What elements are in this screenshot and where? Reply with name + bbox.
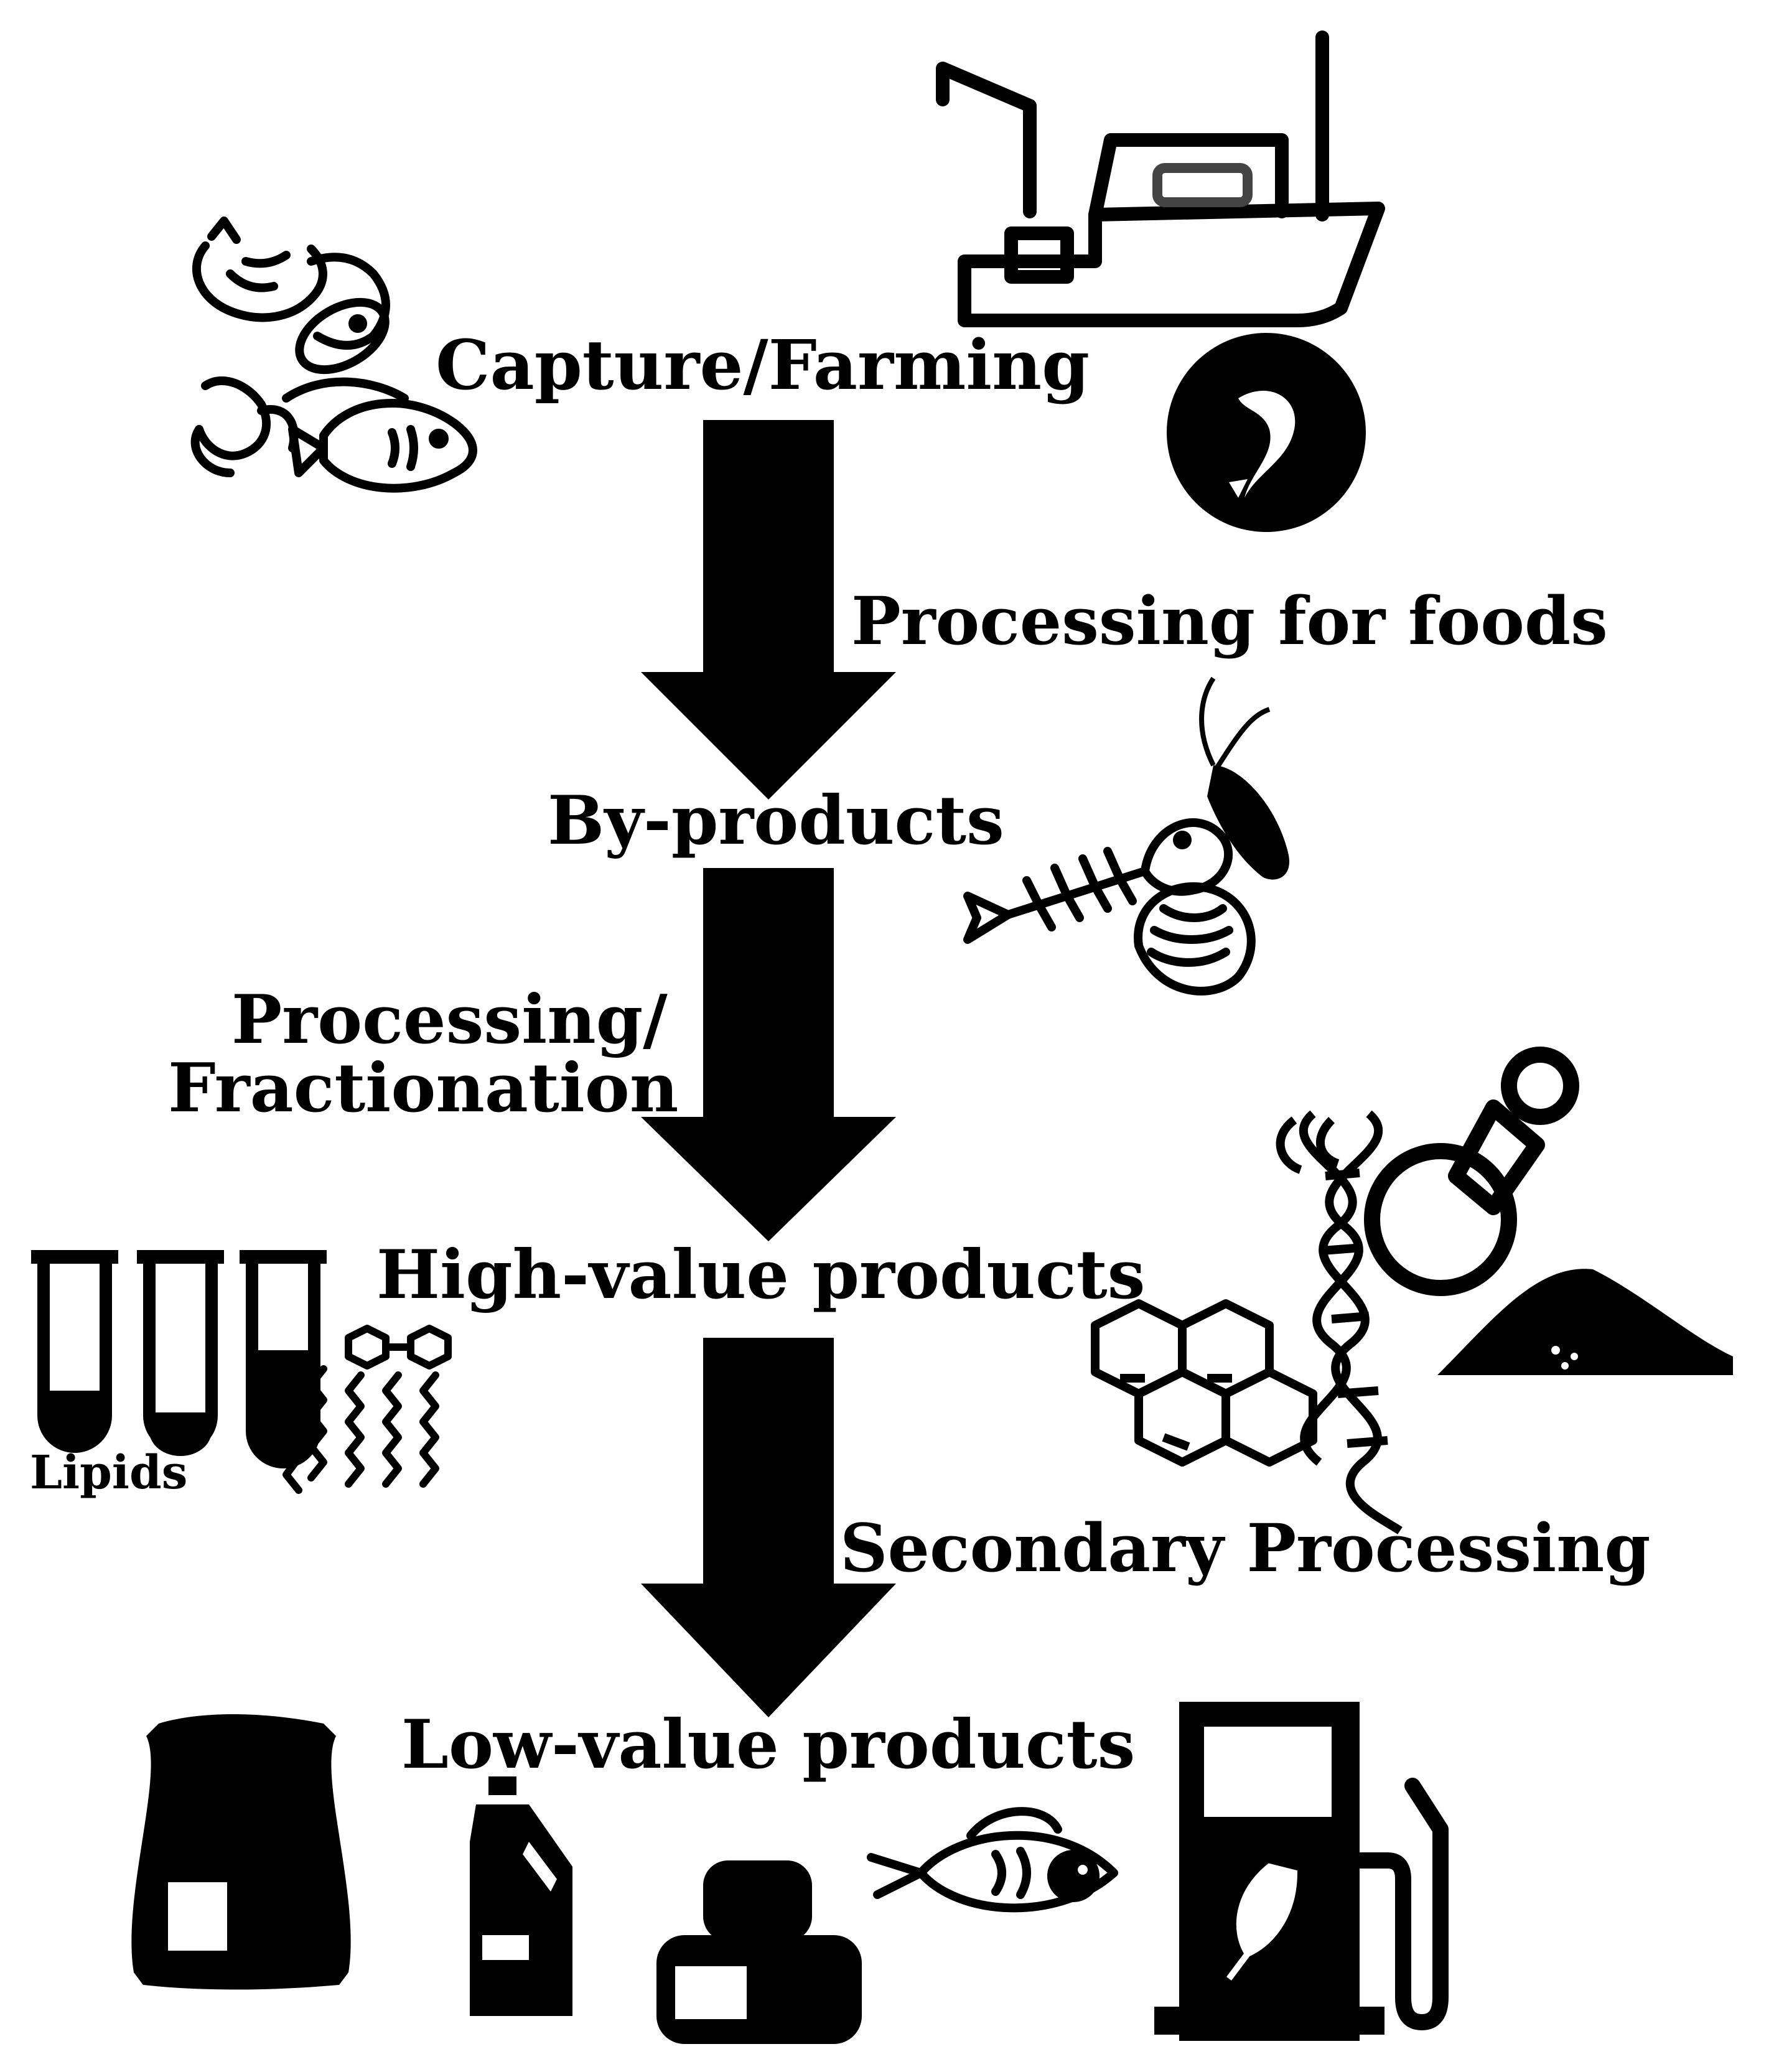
shrimp-icon <box>1199 676 1289 880</box>
arrow-capture-to-byproducts <box>641 420 896 800</box>
dna-helix-icon <box>1276 1110 1403 1534</box>
arrow-byproducts-to-highvalue <box>641 868 896 1241</box>
label-high-value-products: High-value products <box>376 1236 1146 1314</box>
fishing-boat-icon <box>936 30 1385 327</box>
label-low-value-products: Low-value products <box>401 1706 1136 1784</box>
bottle-icon <box>470 1776 572 2016</box>
fish-feed-icon <box>867 1807 1118 1913</box>
molecule-hexagon-icon <box>1091 1299 1317 1467</box>
biofuel-pump-icon <box>1154 1702 1449 2041</box>
label-byproducts: By-products <box>548 782 1004 860</box>
label-fractionation-line2: Fractionation <box>168 1049 679 1127</box>
label-secondary-processing: Secondary Processing <box>840 1509 1651 1587</box>
label-capture-farming: Capture/Farming <box>436 325 1090 405</box>
flow-arrows <box>641 420 896 1717</box>
fish-skeleton-icon <box>963 818 1233 944</box>
seafood-group-icon <box>190 217 477 493</box>
shell-icon <box>1134 882 1256 996</box>
arrow-highvalue-to-lowvalue <box>641 1338 896 1717</box>
lipid-chains-icon <box>282 1325 452 1494</box>
label-fractionation-line1: Processing/ <box>231 981 668 1059</box>
test-tubes-icon <box>31 1250 327 1468</box>
label-processing-for-foods: Processing for foods <box>851 582 1608 660</box>
feed-sack-icon <box>131 1714 351 1990</box>
mortar-pestle-icon <box>1364 1047 1579 1296</box>
powder-pile-icon <box>1437 1269 1733 1375</box>
label-lipids: Lipids <box>30 1446 188 1500</box>
fish-badge-icon <box>1167 333 1366 532</box>
cheese-block-icon <box>656 1860 862 2044</box>
